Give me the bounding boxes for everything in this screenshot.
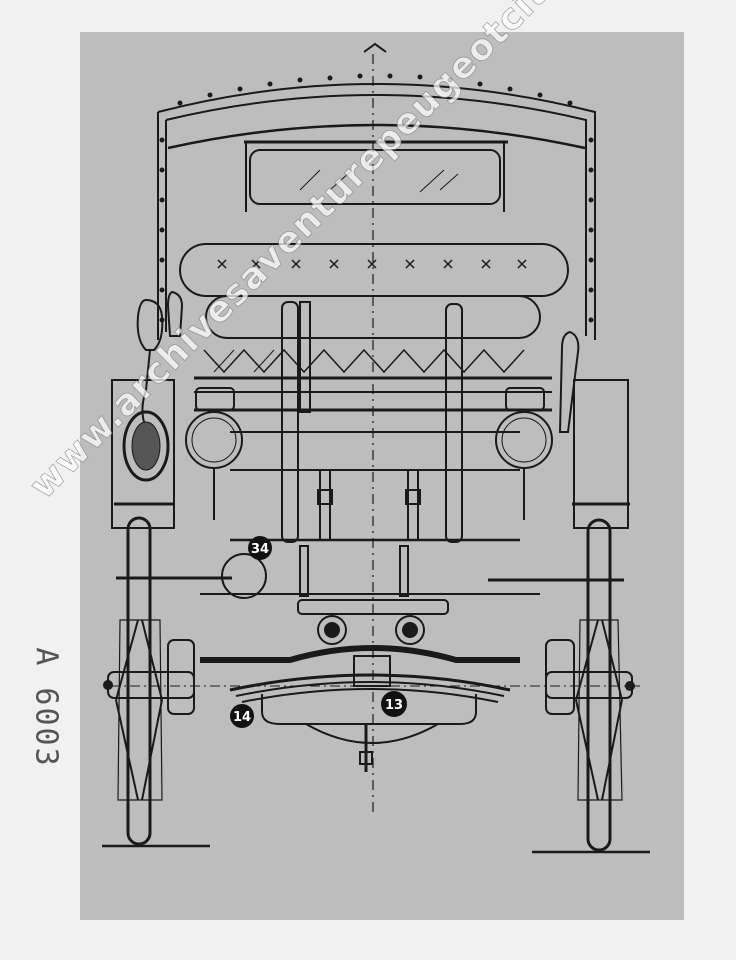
body-frame xyxy=(111,376,630,542)
left-lamp xyxy=(185,387,243,520)
right-wheel xyxy=(545,518,635,852)
seat-back xyxy=(179,243,569,374)
vehicle-front-elevation xyxy=(102,42,650,854)
drawing-sheet xyxy=(80,32,684,920)
callout-14: 14 xyxy=(230,704,254,728)
archive-reference-code: A 6003 xyxy=(28,647,64,768)
sump xyxy=(261,694,477,772)
canopy xyxy=(157,73,596,340)
svg-text:34: 34 xyxy=(251,542,269,557)
seat-supports xyxy=(281,301,463,543)
front-assembly xyxy=(116,545,624,645)
callout-34: 34 xyxy=(248,536,272,560)
right-lamp xyxy=(495,330,580,520)
oval-mirror xyxy=(122,410,170,482)
front-axle xyxy=(110,645,640,703)
direction-mark xyxy=(363,42,387,53)
svg-text:14: 14 xyxy=(233,710,251,725)
left-wheel xyxy=(103,516,195,846)
rear-window xyxy=(244,140,508,212)
callout-13: 13 xyxy=(381,691,407,717)
svg-text:13: 13 xyxy=(385,698,403,713)
